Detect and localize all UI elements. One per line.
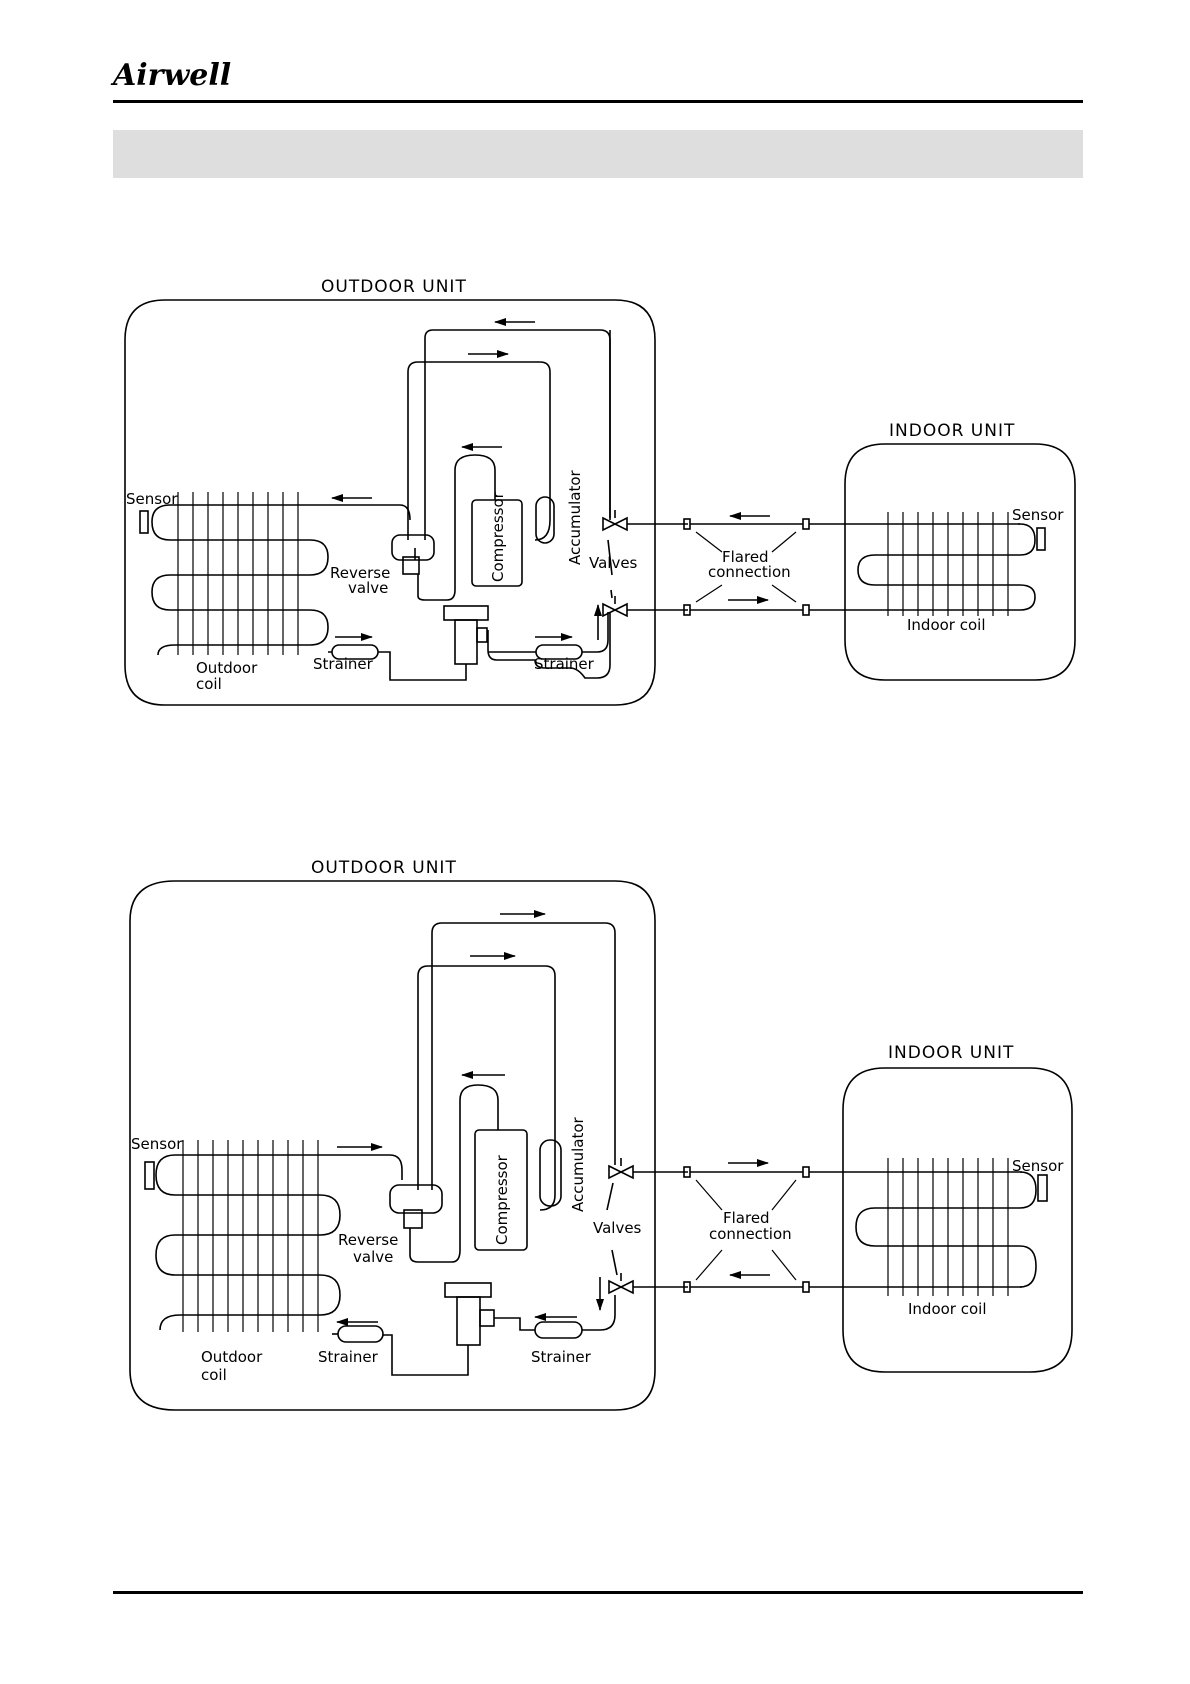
compressor-label: Compressor [489, 491, 507, 582]
strainer-right-label: Strainer [531, 1348, 592, 1366]
accumulator-icon [540, 1140, 561, 1206]
outdoor-coil-label-2: coil [201, 1366, 227, 1384]
outdoor-sensor-icon [140, 511, 148, 533]
outdoor-coil [152, 492, 328, 655]
coil-to-reverse-pipe [310, 505, 410, 520]
compressor-pipe [418, 455, 495, 600]
reverse-valve-label-2: valve [348, 579, 388, 597]
indoor-coil [858, 512, 1035, 616]
strainer-right-icon [535, 1322, 582, 1338]
expansion-device-top-icon [444, 606, 488, 620]
flare-fitting-icon [803, 519, 809, 529]
sensor-label: Sensor [131, 1135, 183, 1153]
sensor-label: Sensor [126, 490, 178, 508]
service-valve-top-icon [609, 1158, 633, 1178]
indoor-unit-title: INDOOR UNIT [889, 421, 1015, 441]
flare-fitting-icon [803, 1167, 809, 1177]
reverse-valve-label: Reverse [338, 1231, 398, 1249]
indoor-unit-title: INDOOR UNIT [888, 1043, 1014, 1063]
indoor-sensor-label: Sensor [1012, 506, 1064, 524]
footer-rule [113, 1591, 1083, 1594]
flare-fitting-icon [803, 605, 809, 615]
accumulator-label: Accumulator [569, 1116, 587, 1212]
expansion-device-body-icon [457, 1297, 480, 1345]
strainer-left-label: Strainer [318, 1348, 379, 1366]
discharge-pipe [408, 362, 550, 540]
outdoor-sensor-icon [145, 1162, 154, 1189]
connection-label: connection [709, 1225, 792, 1243]
service-valve-bottom-icon [609, 1273, 633, 1293]
outdoor-coil-label-2: coil [196, 675, 222, 693]
diagram-cooling: OUTDOOR UNIT INDOOR UNIT Sensor Outdoor … [125, 277, 1075, 705]
flare-fitting-icon [803, 1282, 809, 1292]
strainer-left-label: Strainer [313, 655, 374, 673]
flow-arrows [332, 322, 770, 640]
expansion-device-body-icon [455, 620, 477, 664]
coil-to-reverse-pipe [320, 1155, 402, 1180]
service-valve-bottom-icon [603, 596, 627, 616]
indoor-coil-label: Indoor coil [907, 616, 986, 634]
indoor-sensor-icon [1037, 528, 1045, 550]
outdoor-coil [156, 1140, 340, 1332]
connection-label: connection [708, 563, 791, 581]
service-valve-top-icon [603, 510, 627, 530]
indoor-sensor-label: Sensor [1012, 1157, 1064, 1175]
indoor-coil [856, 1158, 1036, 1296]
valves-label: Valves [589, 554, 638, 572]
compressor-label: Compressor [493, 1154, 511, 1245]
indoor-unit-box [843, 1068, 1072, 1372]
flow-arrows [337, 914, 770, 1322]
outdoor-coil-label: Outdoor [201, 1348, 263, 1366]
reverse-valve-icon [390, 1185, 442, 1213]
reverse-valve-label-2: valve [353, 1248, 393, 1266]
indoor-unit-box [845, 444, 1075, 680]
outdoor-unit-title: OUTDOOR UNIT [321, 277, 467, 297]
diagram-heating: OUTDOOR UNIT INDOOR UNIT Sensor Outdoor … [130, 858, 1072, 1410]
accumulator-label: Accumulator [566, 469, 584, 565]
strainer-left-icon [338, 1326, 383, 1342]
strainer-right-label: Strainer [534, 655, 595, 673]
compressor-pipe [410, 1085, 498, 1262]
indoor-sensor-icon [1038, 1175, 1047, 1201]
valves-label: Valves [593, 1219, 642, 1237]
expansion-device-top-icon [445, 1283, 491, 1297]
discharge-pipe [418, 966, 555, 1210]
indoor-coil-label: Indoor coil [908, 1300, 987, 1318]
outdoor-unit-title: OUTDOOR UNIT [311, 858, 457, 878]
